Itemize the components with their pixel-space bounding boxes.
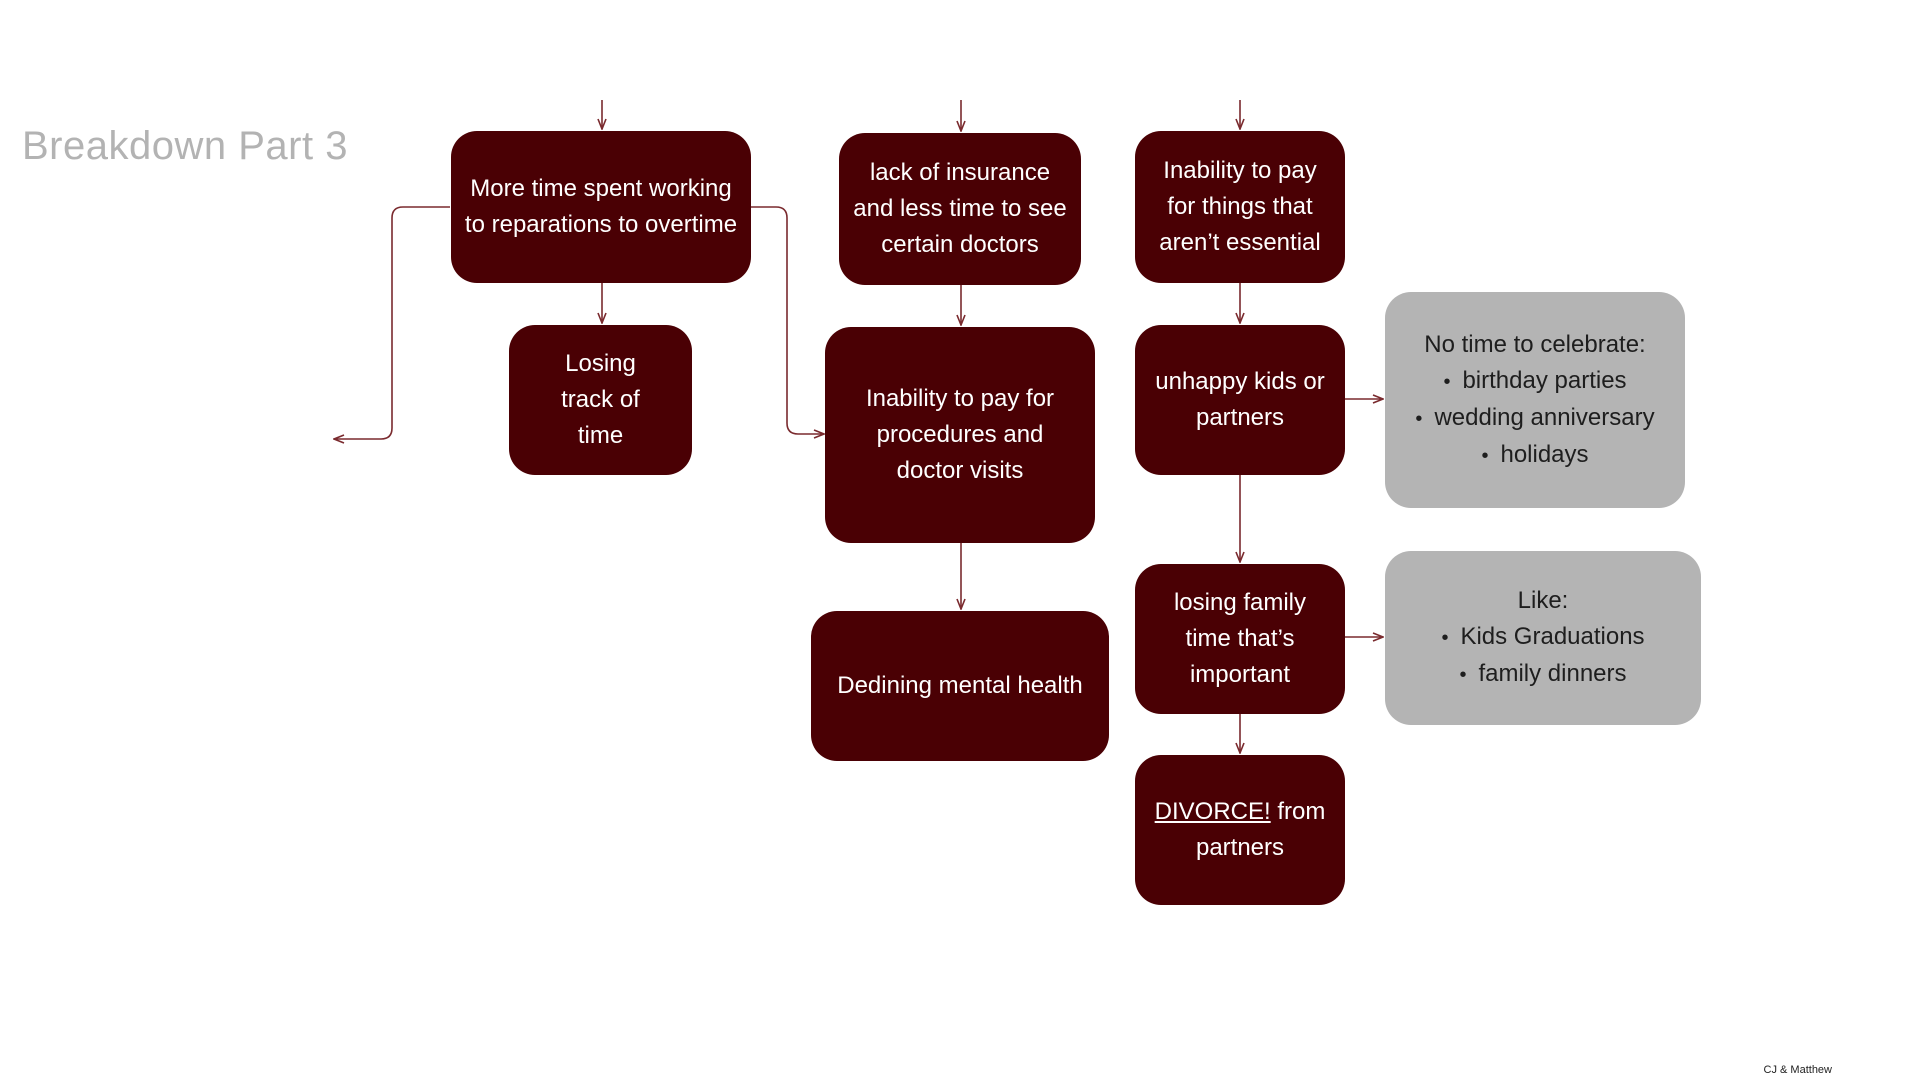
- node-overtime: More time spent working to reparations t…: [451, 131, 751, 283]
- node-procedures-label: Inability to pay for procedures and doct…: [865, 385, 1055, 484]
- celebrate-item: birthday parties: [1415, 363, 1654, 400]
- node-family-time: losing family time that’s important: [1135, 564, 1345, 714]
- like-item: family dinners: [1441, 656, 1644, 693]
- node-losing-track: Losing track of time: [509, 325, 692, 475]
- divorce-emphasis: DIVORCE!: [1154, 798, 1271, 825]
- footer-credit: CJ & Matthew: [1763, 1064, 1832, 1076]
- like-list: Kids Graduations family dinners: [1441, 619, 1644, 693]
- node-procedures: Inability to pay for procedures and doct…: [825, 327, 1095, 543]
- arrow-overtime-to-procedures: [751, 206, 824, 434]
- like-item: Kids Graduations: [1441, 619, 1644, 656]
- node-mental-health-label: Dedining mental health: [837, 672, 1083, 699]
- divorce-rest: from partners: [1195, 798, 1326, 861]
- node-family-time-label: losing family time that’s important: [1173, 589, 1307, 688]
- like-heading: Like:: [1517, 587, 1569, 614]
- celebrate-heading: No time to celebrate:: [1424, 330, 1646, 358]
- node-losing-track-label: Losing track of time: [561, 350, 640, 449]
- arrow-overtime-to-left-exit: [334, 206, 450, 439]
- celebrate-list: birthday parties wedding anniversary hol…: [1415, 363, 1654, 474]
- node-like: Like: Kids Graduations family dinners: [1385, 551, 1701, 725]
- page-title: Breakdown Part 3: [22, 124, 348, 168]
- node-non-essential-label: Inability to pay for things that aren’t …: [1159, 157, 1321, 256]
- node-insurance-label: lack of insurance and less time to see c…: [853, 159, 1067, 258]
- node-celebrate: No time to celebrate: birthday parties w…: [1385, 292, 1685, 508]
- node-insurance: lack of insurance and less time to see c…: [839, 133, 1081, 285]
- node-unhappy-label: unhappy kids or partners: [1155, 368, 1325, 431]
- node-overtime-label: More time spent working to reparations t…: [464, 175, 738, 238]
- node-divorce: DIVORCE! from partners: [1135, 755, 1345, 905]
- node-unhappy: unhappy kids or partners: [1135, 325, 1345, 475]
- node-divorce-label: DIVORCE! from partners: [1147, 794, 1333, 866]
- node-mental-health: Dedining mental health: [811, 611, 1109, 761]
- celebrate-item: holidays: [1415, 437, 1654, 474]
- node-non-essential: Inability to pay for things that aren’t …: [1135, 131, 1345, 283]
- celebrate-item: wedding anniversary: [1415, 400, 1654, 437]
